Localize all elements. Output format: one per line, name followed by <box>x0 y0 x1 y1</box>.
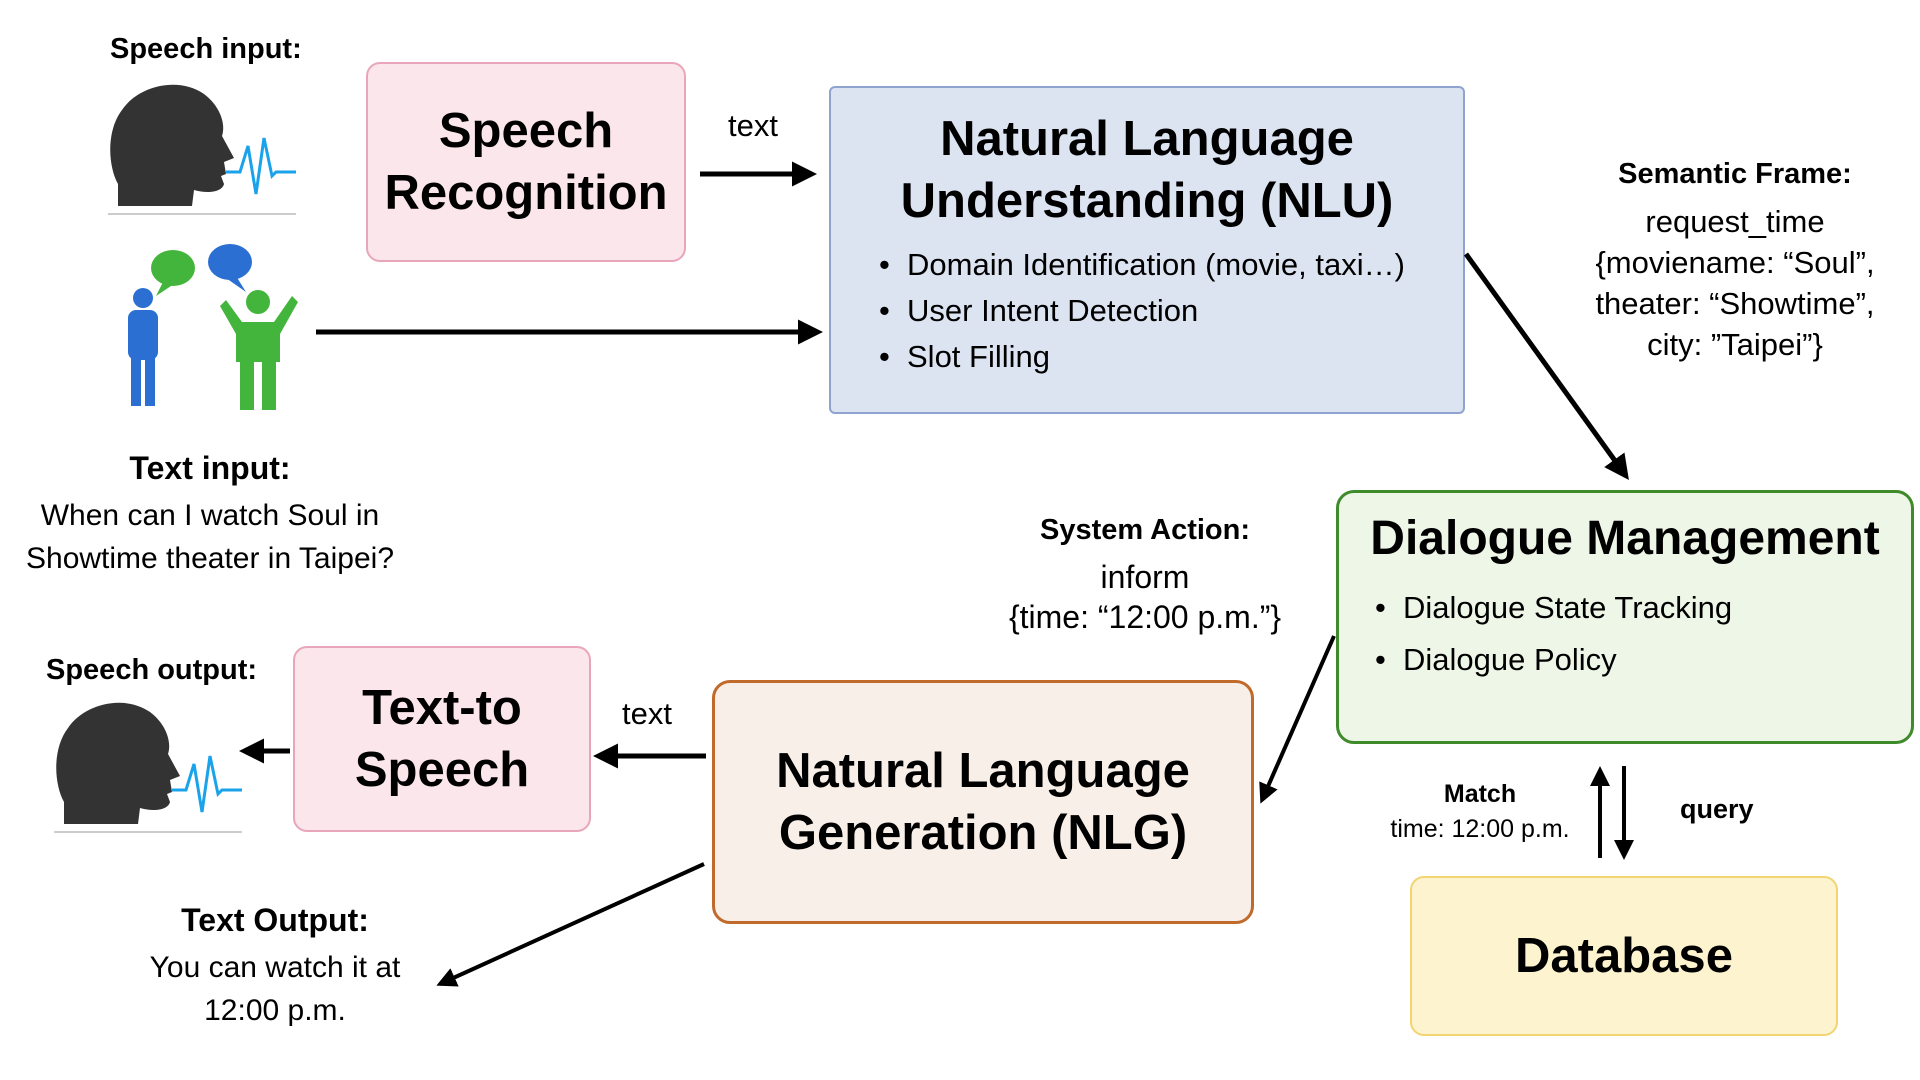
system-action: System Action: inform {time: “12:00 p.m.… <box>980 514 1310 637</box>
semantic-frame-label: Semantic Frame: <box>1618 158 1852 190</box>
text-output-line2: 12:00 p.m. <box>204 993 346 1027</box>
nlg-title-line2: Generation (NLG) <box>778 806 1188 860</box>
text-input-line1: When can I watch Soul in <box>40 499 380 532</box>
speech-recognition-title-line2: Recognition <box>384 166 668 220</box>
arrow-nlg-to-text-output <box>436 862 705 987</box>
speech-input-label: Speech input: <box>110 33 302 65</box>
speaking-head-output-icon <box>54 702 242 833</box>
speech-output-label: Speech output: <box>46 654 258 686</box>
match-label: Match <box>1443 780 1517 808</box>
dialogue-management-box: Dialogue Management Dialogue State Track… <box>1336 490 1914 744</box>
system-action-line2: {time: “12:00 p.m.”} <box>1008 599 1282 635</box>
chatting-people-icon <box>128 244 298 410</box>
text-input: Text input: When can I watch Soul in Sho… <box>0 450 420 580</box>
database-title: Database <box>1515 928 1733 983</box>
system-action-label: System Action: <box>1039 514 1251 546</box>
arrow-nlu-to-dm <box>1463 252 1629 481</box>
database-box: Database <box>1410 876 1838 1036</box>
text-input-line2: Showtime theater in Taipei? <box>26 541 394 575</box>
semantic-frame: Semantic Frame: request_time {moviename:… <box>1555 158 1915 365</box>
arrow-text-bottom-label: text <box>622 696 672 731</box>
text-input-label: Text input: <box>129 450 291 486</box>
dm-bullet-state-tracking: Dialogue State Tracking <box>1375 582 1911 634</box>
semantic-frame-line2: {moviename: “Soul”, <box>1595 245 1875 280</box>
semantic-frame-line4: city: ”Taipei”} <box>1647 327 1823 362</box>
nlu-title-line2: Understanding (NLU) <box>900 174 1394 229</box>
nlu-bullet-slot: Slot Filling <box>879 334 1463 380</box>
nlg-box: Natural Language Generation (NLG) <box>712 680 1254 924</box>
arrow-text-top-label: text <box>728 108 778 143</box>
nlu-bullet-intent: User Intent Detection <box>879 288 1463 334</box>
match-annotation: Match time: 12:00 p.m. <box>1370 780 1590 845</box>
nlu-bullet-domain: Domain Identification (movie, taxi…) <box>879 242 1463 288</box>
tts-title-line2: Speech <box>354 743 530 797</box>
speaking-head-icon <box>108 84 296 215</box>
speech-recognition-box: Speech Recognition <box>366 62 686 262</box>
semantic-frame-line1: request_time <box>1645 204 1825 239</box>
match-value: time: 12:00 p.m. <box>1390 815 1570 843</box>
system-action-line1: inform <box>1100 559 1190 595</box>
text-to-speech-box: Text-to Speech <box>293 646 591 832</box>
query-label: query <box>1680 794 1754 824</box>
text-output-label: Text Output: <box>181 902 369 938</box>
tts-title-line1: Text-to <box>362 680 522 735</box>
nlu-title-line1: Natural Language <box>940 112 1354 166</box>
nlg-title-line1: Natural Language <box>776 743 1190 798</box>
speech-recognition-title-line1: Speech <box>438 103 614 158</box>
semantic-frame-line3: theater: “Showtime”, <box>1595 286 1875 321</box>
nlu-bullets: Domain Identification (movie, taxi…) Use… <box>879 242 1463 380</box>
text-output: Text Output: You can watch it at 12:00 p… <box>110 902 440 1032</box>
nlu-box: Natural Language Understanding (NLU) Dom… <box>829 86 1465 414</box>
dm-bullet-policy: Dialogue Policy <box>1375 634 1911 686</box>
arrow-dm-to-nlg <box>1259 635 1336 804</box>
text-output-line1: You can watch it at <box>149 951 401 984</box>
dialogue-management-title: Dialogue Management <box>1370 512 1880 565</box>
dialogue-management-bullets: Dialogue State Tracking Dialogue Policy <box>1375 582 1911 686</box>
